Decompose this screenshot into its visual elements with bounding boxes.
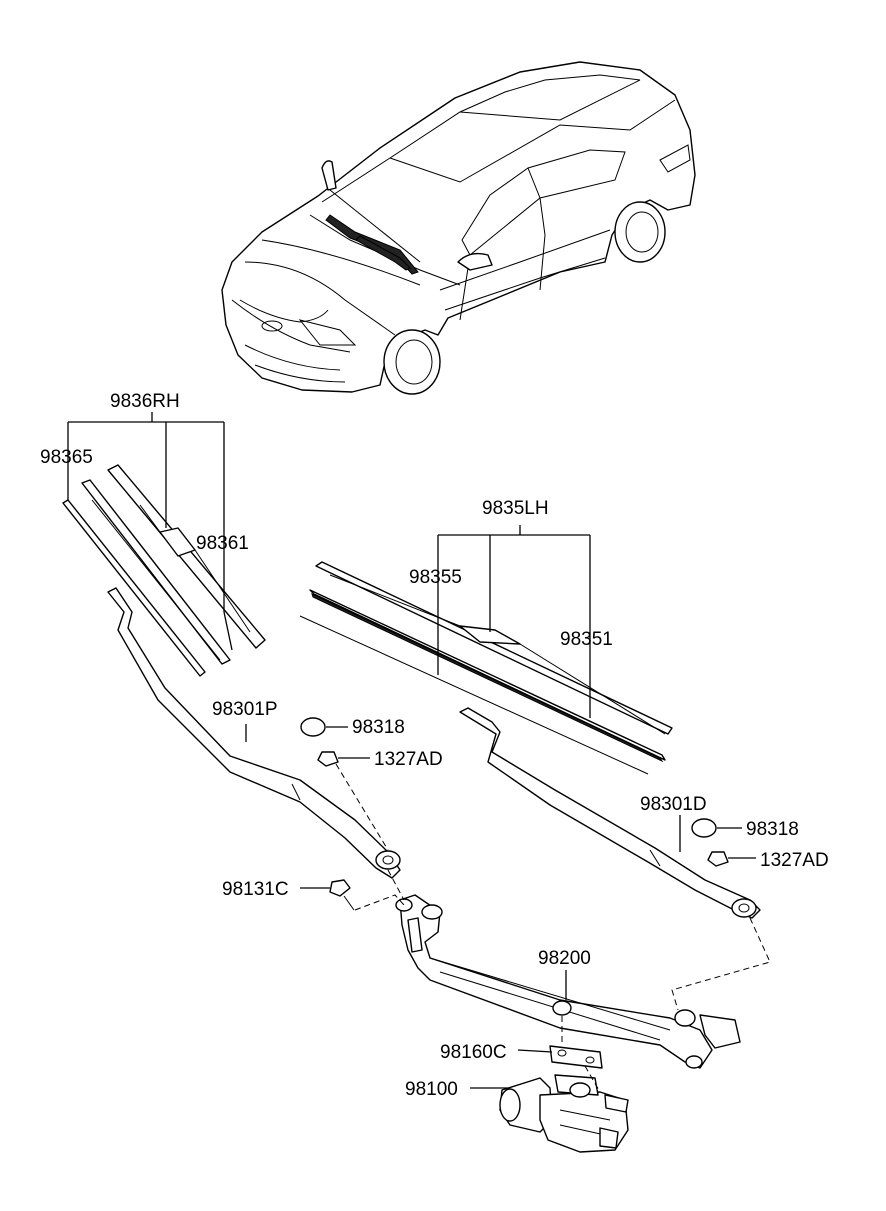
label-lh-insert: 98355 [409,567,462,588]
label-arm-p: 98301P [212,699,278,720]
label-linkage: 98200 [538,948,591,969]
label-rh-insert: 98365 [40,447,93,468]
bolt-icon [329,879,351,897]
label-cap-p: 98318 [352,717,405,738]
label-bracket: 98160C [440,1042,507,1063]
label-bolt: 98131C [222,879,289,900]
label-rh-blade: 98361 [196,533,249,554]
label-nut-p: 1327AD [374,749,443,770]
small-parts [300,717,729,911]
cap-p-icon [300,717,326,737]
label-nut-d: 1327AD [760,850,829,871]
label-arm-d: 98301D [640,794,707,815]
bracket [549,1045,603,1069]
lh-blade-assembly [299,561,673,775]
label-rh-group: 9836RH [110,391,180,412]
leader-lines [67,412,756,1089]
car-illustration [221,61,696,395]
label-cap-d: 98318 [746,819,799,840]
part-labels: 9836RH 98365 98361 9835LH 98355 98351 98… [40,391,829,1100]
wiper-motor [499,1074,629,1153]
nut-p-icon [317,751,339,767]
label-motor: 98100 [405,1079,458,1100]
cap-d-icon [691,818,717,838]
rh-blade-assembly [62,464,266,677]
wiper-arms [107,587,761,919]
label-lh-blade: 98351 [560,629,613,650]
guide-lines [335,763,771,1093]
wiper-linkage [395,894,741,1069]
nut-d-icon [707,851,729,867]
label-lh-group: 9835LH [482,498,549,519]
